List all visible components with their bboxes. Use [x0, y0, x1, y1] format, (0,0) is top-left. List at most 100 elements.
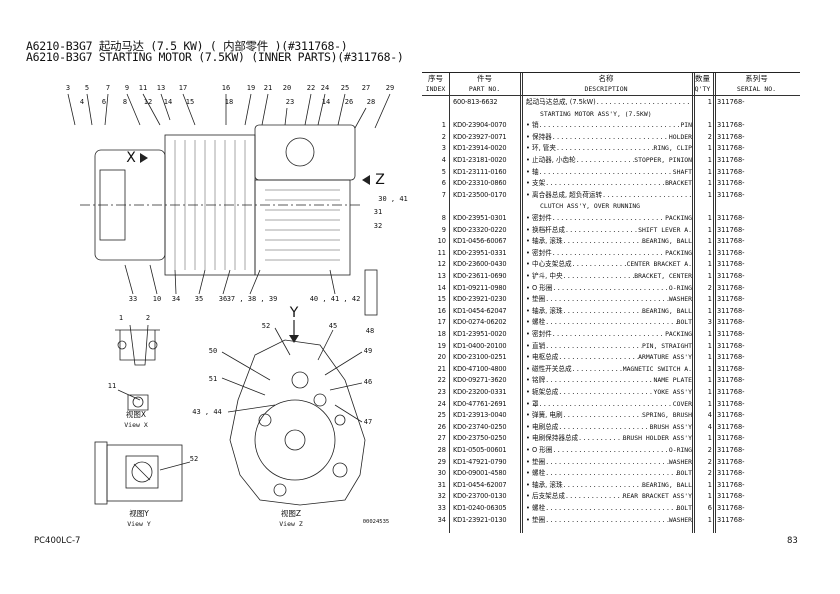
description-en: BEARING, BALL	[641, 480, 692, 489]
description-cn: • 铭牌	[526, 376, 546, 385]
row-part-number: KD0-23740-0250	[453, 422, 507, 431]
description-en: O-RING	[668, 446, 692, 454]
row-description: • 密封件PACKING	[526, 213, 692, 225]
row-description: • 轴承, 滚珠BEARING, BALL	[526, 236, 692, 248]
description-en: STOPPER, PINION	[634, 156, 692, 164]
dot-leader	[552, 132, 669, 144]
row-part-number: KD1-0456-60067	[453, 237, 507, 246]
callout: 15	[185, 98, 195, 106]
callout: 23	[285, 98, 295, 106]
dot-leader	[558, 387, 653, 399]
row-serial: 311768-	[717, 376, 745, 385]
header-en: INDEX	[425, 85, 446, 93]
row-serial: 311768-	[717, 492, 745, 501]
callout: 22	[306, 84, 316, 92]
description-en: YOKE ASS'Y	[653, 388, 692, 396]
row-part-number: KD0-23927-0071	[453, 132, 507, 141]
description-cn: • 弹簧, 电刷	[526, 411, 563, 420]
row-qty: 2	[707, 132, 712, 141]
description-en: ARMATURE ASS'Y	[638, 353, 692, 362]
header-en: Q'TY	[694, 85, 711, 93]
dot-leader	[576, 155, 635, 167]
description-cn: • 环, 管夹	[526, 144, 556, 153]
row-qty: 1	[707, 295, 712, 304]
callout: 52	[189, 455, 199, 463]
callout: 27	[361, 84, 371, 92]
row-part-number: KD0-47761-2691	[453, 399, 507, 408]
description-en-line2: CLUTCH ASS'Y, OVER RUNNING	[540, 202, 641, 211]
row-part-number: KD1-47921-0790	[453, 457, 507, 466]
arrow-x-icon	[140, 153, 148, 163]
row-description: • 电枢总成ARMATURE ASS'Y	[526, 352, 692, 364]
row-description: • 垫圈WASHER	[526, 457, 692, 469]
row-serial: 311768-	[717, 480, 745, 489]
description-cn: • 密封件	[526, 214, 552, 222]
row-part-number: KD0-23750-0250	[453, 434, 507, 443]
dot-leader	[545, 294, 669, 306]
row-part-number: KD1-23181-0020	[453, 156, 507, 164]
row-description: • 铲斗, 中央BRACKET, CENTER	[526, 271, 692, 283]
row-index: 1	[441, 121, 446, 130]
row-description: • 中心支架总成CENTER BRACKET A.	[526, 259, 692, 271]
row-serial: 311768-	[717, 422, 745, 431]
description-cn: • 轴承, 滚珠	[526, 237, 563, 246]
row-serial: 311768-	[717, 411, 745, 420]
description-en: NAME PLATE	[653, 376, 692, 385]
description-cn: • 密封件	[526, 248, 552, 257]
row-index: 27	[437, 434, 446, 443]
description-en: CENTER BRACKET A.	[626, 260, 692, 269]
callout: 2	[145, 314, 151, 322]
view-x-caption: 视图X View X	[124, 410, 147, 430]
row-qty: 3	[707, 318, 712, 327]
dot-leader	[563, 410, 642, 422]
row-qty: 1	[707, 190, 712, 199]
dot-leader	[552, 213, 665, 225]
row-qty: 1	[707, 376, 712, 385]
callout: 6	[101, 98, 107, 106]
description-cn: • 支架	[526, 179, 546, 188]
callout: 51	[208, 375, 218, 383]
row-part-number: KD0-23904-0070	[453, 121, 507, 130]
row-part-number: KD1-0454-62007	[453, 480, 507, 489]
footer-model: PC400LC-7	[34, 536, 81, 546]
description-en: RING, CLIP	[653, 144, 692, 153]
row-qty: 2	[707, 283, 712, 292]
view-letter-y: Y	[289, 305, 299, 321]
row-serial: 311768-	[717, 446, 745, 454]
description-en: BRACKET	[665, 179, 692, 188]
dot-leader	[552, 248, 665, 260]
header-cn: 系列号	[745, 74, 768, 83]
description-cn: • 垫圈	[526, 515, 546, 524]
dot-leader	[545, 515, 669, 527]
description-cn: • O 形圈	[526, 283, 553, 292]
description-en: PIN, STRAIGHT	[641, 341, 692, 350]
row-qty: 1	[707, 306, 712, 315]
row-part-number: KD0-47100-4800	[453, 364, 507, 373]
row-description: 起动马达总成, (7.5kW)	[526, 97, 692, 109]
row-description: • O 形圈O-RING	[526, 283, 692, 295]
row-serial: 311768-	[717, 248, 745, 257]
dot-leader	[545, 317, 676, 329]
callout: 11	[138, 84, 148, 92]
row-serial: 311768-	[717, 469, 745, 478]
header-cn: 数量	[695, 74, 710, 83]
row-description: • 支架 BRACKET	[526, 178, 692, 190]
title-chinese: A6210-B3G7 起动马达 (7.5 KW) ( 内部零件 )(#31176…	[26, 39, 348, 53]
row-description: • 垫圈WASHER	[526, 515, 692, 527]
caption-cn: 视图Y	[129, 509, 149, 518]
row-index: 10	[437, 237, 446, 246]
row-description: • 保持器HOLDER	[526, 132, 692, 144]
row-serial: 311768-	[717, 318, 745, 327]
row-qty: 2	[707, 446, 712, 454]
row-serial: 311768-	[717, 167, 745, 176]
description-en: SHAFT	[672, 167, 692, 176]
header-cn: 序号	[428, 74, 443, 83]
row-description: • 密封件PACKING	[526, 329, 692, 341]
row-index: 21	[437, 364, 446, 373]
row-qty: 1	[707, 399, 712, 408]
dot-leader	[545, 503, 676, 515]
view-z-caption: 视图Z View Z	[279, 509, 302, 529]
